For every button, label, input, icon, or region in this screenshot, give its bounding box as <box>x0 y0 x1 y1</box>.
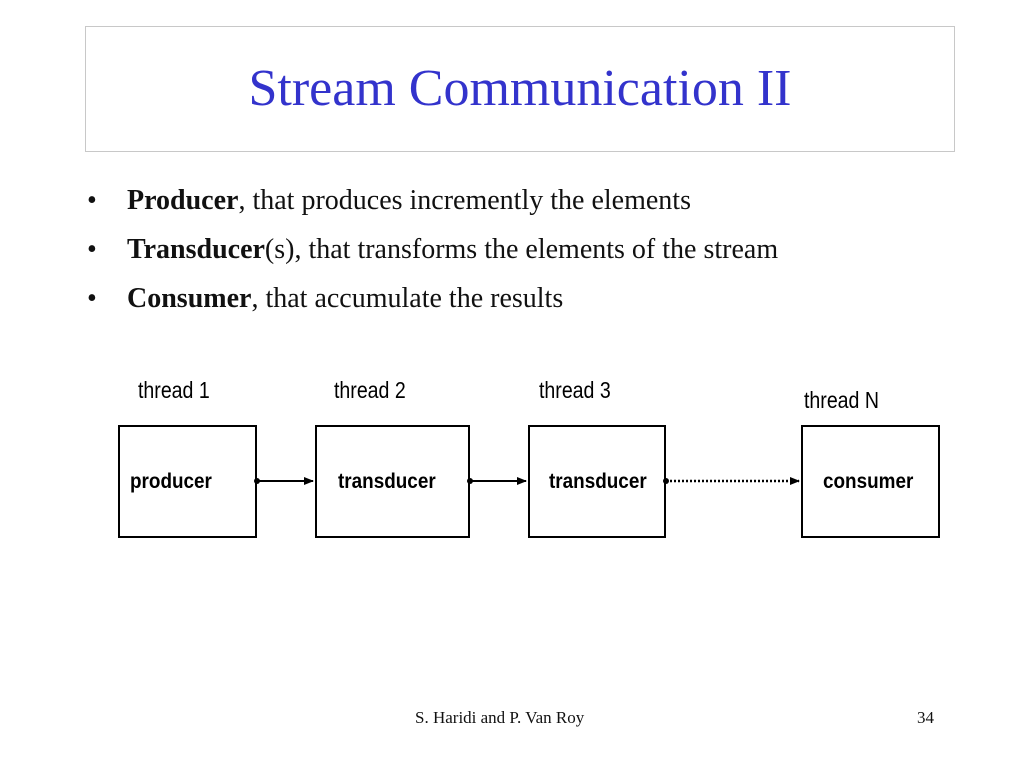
consumer-label: consumer <box>823 469 914 493</box>
bullet-item: • Consumer, that accumulate the results <box>85 274 778 323</box>
transducer-label-2: transducer <box>549 469 647 493</box>
footer-page-number: 34 <box>917 708 934 727</box>
transducer-node-2: transducer <box>528 425 666 538</box>
bullet-item: • Producer, that produces incremently th… <box>85 176 778 225</box>
bullet-text: , that accumulate the results <box>251 282 564 314</box>
thread-label-1: thread 1 <box>138 377 210 403</box>
bullet-term: Producer <box>127 184 239 216</box>
footer-authors: S. Haridi and P. Van Roy <box>415 708 585 727</box>
bullet-list: • Producer, that produces incremently th… <box>85 176 778 323</box>
bullet-text: , that produces incremently the elements <box>238 184 691 216</box>
bullet-term: Transducer <box>127 233 265 265</box>
bullet-marker: • <box>87 233 97 265</box>
dotted-arrow-transducer-to-consumer <box>663 477 800 485</box>
arrow-transducer-to-transducer <box>467 477 527 485</box>
thread-label-2: thread 2 <box>334 377 406 403</box>
consumer-node: consumer <box>801 425 940 538</box>
bullet-marker: • <box>87 282 97 314</box>
thread-label-n: thread N <box>804 387 879 413</box>
thread-label-3: thread 3 <box>539 377 611 403</box>
transducer-node-1: transducer <box>315 425 470 538</box>
bullet-item: • Transducer(s), that transforms the ele… <box>85 225 778 274</box>
bullet-term: Consumer <box>127 282 252 314</box>
bullet-marker: • <box>87 184 97 216</box>
title-box: Stream Communication II <box>85 26 955 152</box>
arrow-producer-to-transducer <box>254 477 314 485</box>
transducer-label-1: transducer <box>338 469 436 493</box>
producer-node: producer <box>118 425 257 538</box>
producer-label: producer <box>130 469 212 493</box>
slide-title: Stream Communication II <box>248 60 792 117</box>
bullet-text: (s), that transforms the elements of the… <box>264 233 779 265</box>
